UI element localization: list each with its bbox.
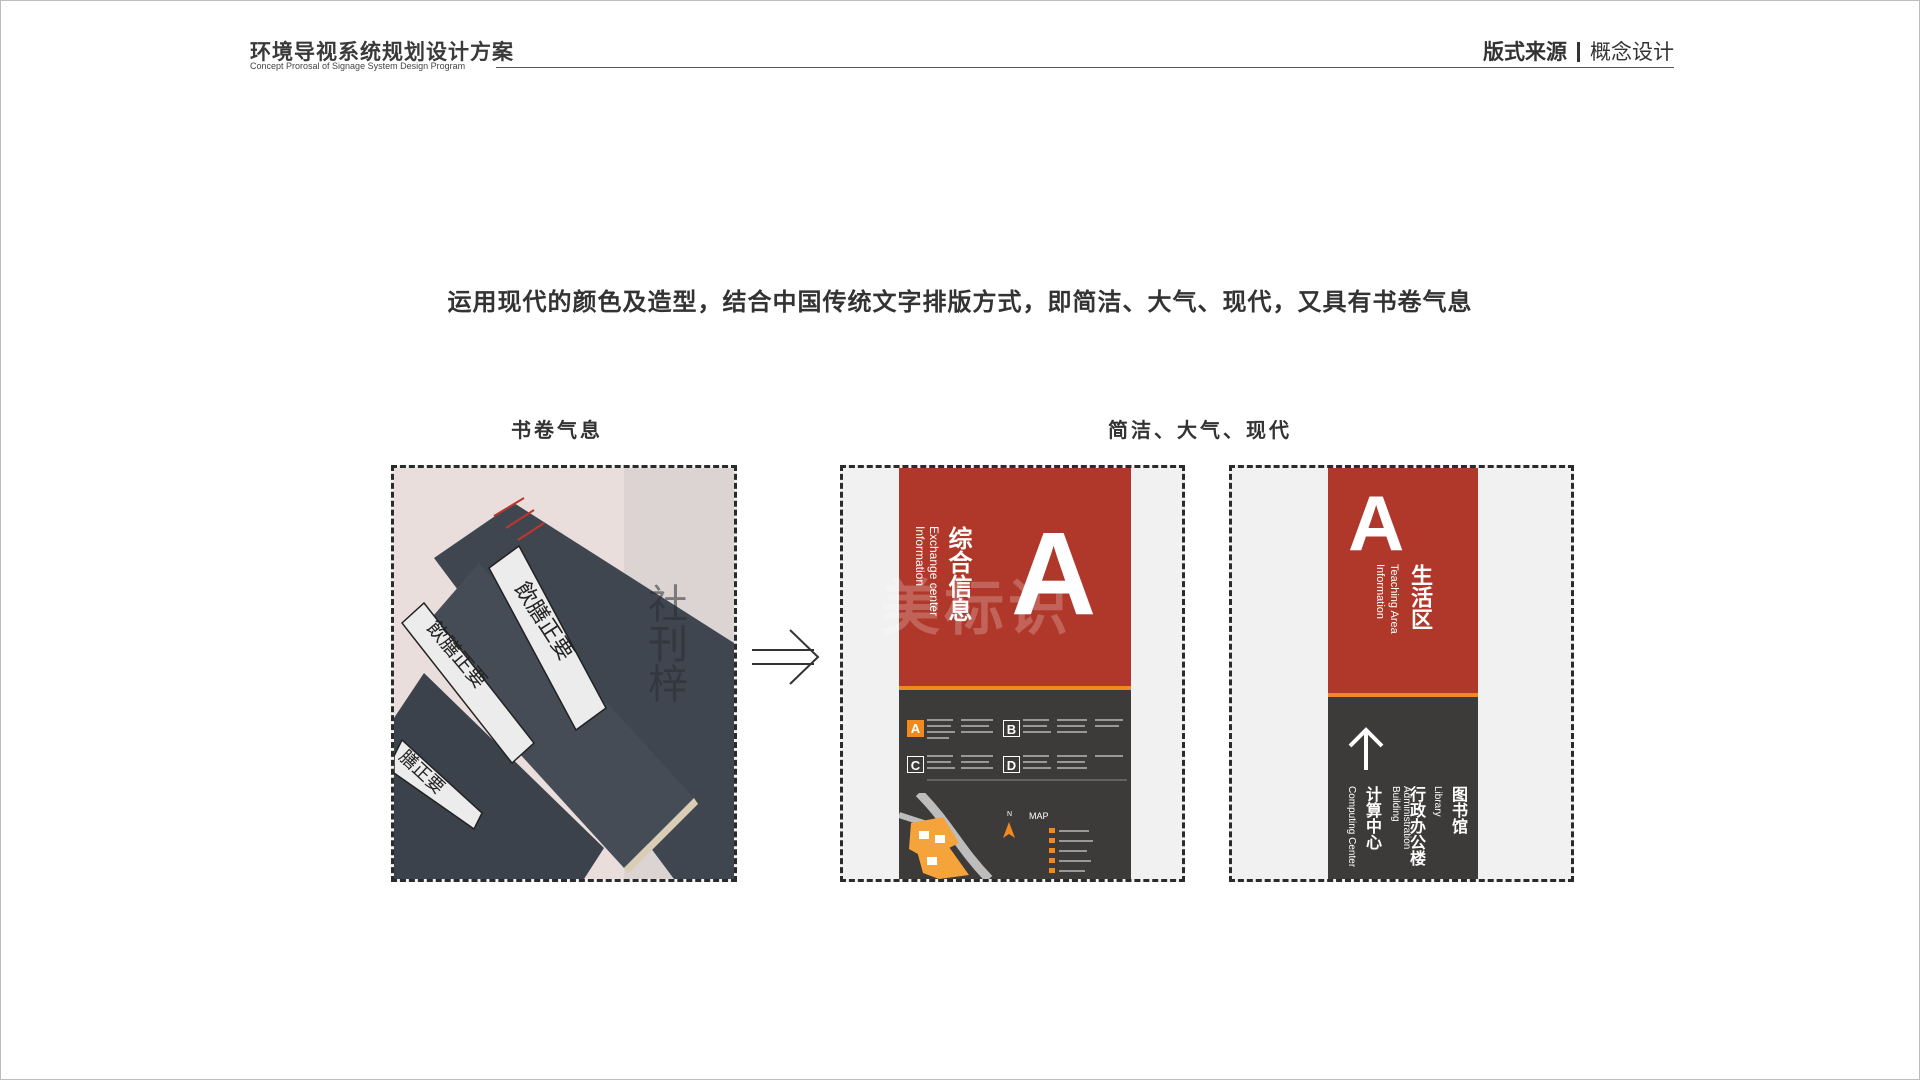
dest-admin-en: Administration Building [1390,786,1412,850]
dest-computing-en: Computing Center [1346,786,1357,868]
dest-computing-cn: 计算中心 [1363,786,1382,850]
north-label: N [1007,811,1013,818]
sign1-zone-letter: A [1011,508,1097,640]
sign-comprehensive-box: A 综合信息 Exchange center Information A B C… [840,465,1185,882]
sign-living-area: A 生活区 Teaching Area Information 图书馆 Libr… [1328,468,1478,879]
book-background-characters: 社刊梓 [641,583,687,703]
document-subtitle: Concept Prorosal of Signage System Desig… [250,61,466,71]
sign-living-area-box: A 生活区 Teaching Area Information 图书馆 Libr… [1229,465,1574,882]
dest-library-cn: 图书馆 [1449,786,1468,834]
left-panel-label: 书卷气息 [511,418,603,442]
map-legend [1049,828,1093,873]
sign1-orange-stripe [899,686,1131,690]
directory-badge-b: B [1003,720,1020,737]
section-divider [1577,42,1580,62]
document-title: 环境导视系统规划设计方案 [250,40,514,64]
sign1-title-en-1: Exchange center [927,526,941,617]
right-panel-label: 简洁、大气、现代 [1108,418,1292,442]
map-label: MAP [1029,811,1049,821]
sign2-red-panel [1328,468,1478,693]
sign1-red-panel [899,468,1131,686]
sign2-orange-stripe [1328,693,1478,697]
sign2-title-en-2: Information [1374,564,1386,620]
up-arrow-icon [1348,727,1384,770]
sign2-zone-letter: A [1348,479,1405,567]
sign2-dark-panel [1328,697,1478,879]
campus-map [899,793,993,879]
dest-library-en: Library [1432,786,1443,817]
directory-badge-d: D [1003,756,1020,773]
dest-admin-cn: 行政办公楼 [1407,786,1426,866]
sign-comprehensive: A 综合信息 Exchange center Information A B C… [899,468,1131,879]
header-rule [496,67,1674,68]
sign1-title-cn: 综合信息 [944,526,972,622]
book-photo: 飲膳正要 飲膳正要 膳正要 社刊梓 [394,468,734,879]
sign2-title-cn: 生活区 [1407,564,1432,630]
directory-badge-c: C [907,756,924,773]
directory-badge-a: A [907,720,924,737]
section-label: 版式来源概念设计 [1483,36,1674,66]
sign2-title-en-1: Teaching Area [1388,564,1400,634]
double-arrow-icon [752,629,820,685]
north-arrow-icon [1003,822,1015,838]
headline: 运用现代的颜色及造型，结合中国传统文字排版方式，即简洁、大气、现代，又具有书卷气… [447,288,1473,316]
directory-listing-lines [927,719,1127,781]
section-primary: 版式来源 [1483,40,1567,64]
section-secondary: 概念设计 [1590,40,1674,64]
watermark: 美标识 [880,574,1072,644]
sign1-title-en-2: Information [913,526,927,587]
book-photo-box: 飲膳正要 飲膳正要 膳正要 社刊梓 [391,465,737,882]
